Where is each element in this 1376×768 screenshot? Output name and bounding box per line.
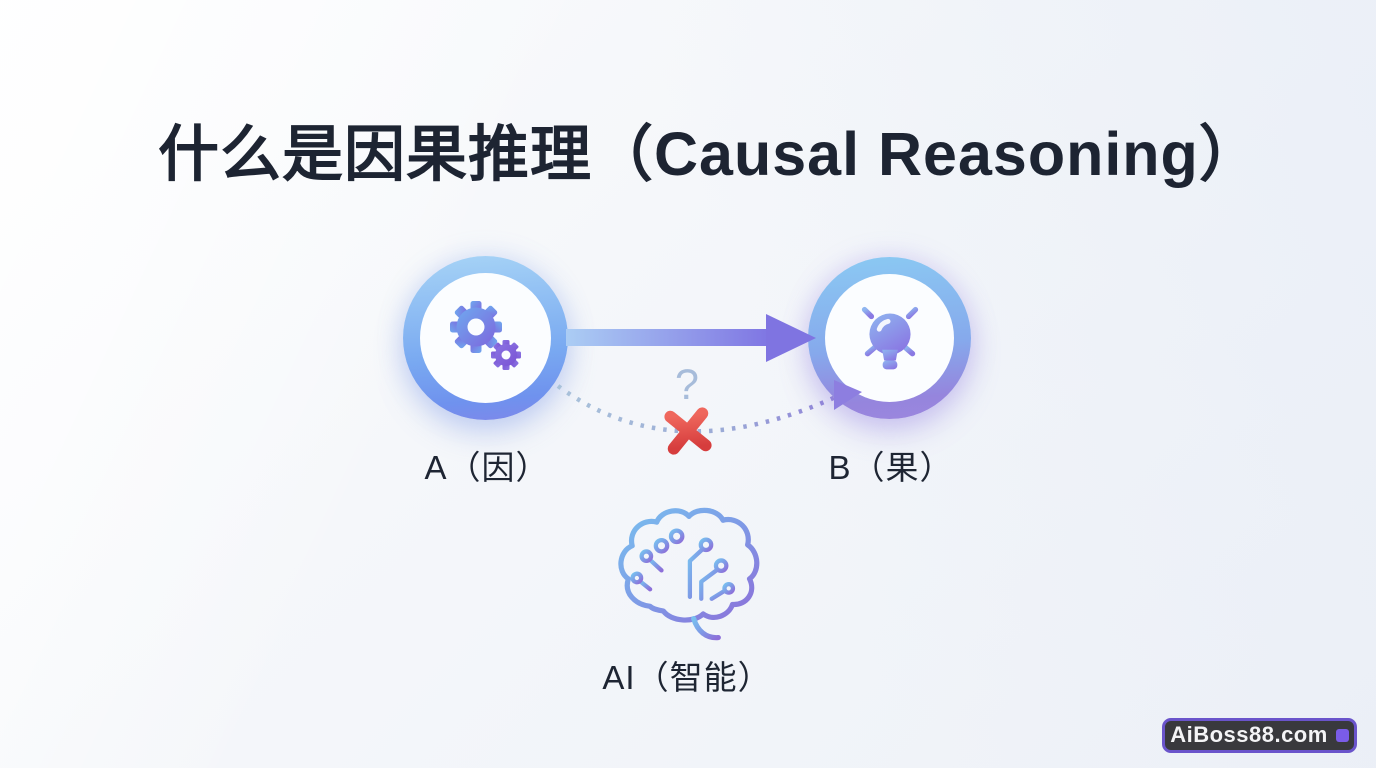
watermark-text: AiBoss88.com bbox=[1170, 721, 1328, 747]
cause-to-effect-arrow bbox=[566, 314, 816, 362]
question-mark: ? bbox=[675, 361, 699, 409]
gears-icon bbox=[449, 301, 521, 370]
label-effect: B（果） bbox=[828, 449, 954, 486]
node-effect-inner bbox=[825, 274, 954, 402]
node-cause-inner bbox=[420, 273, 551, 403]
watermark-badge: AiBoss88.com bbox=[1162, 718, 1357, 753]
slide-title: 什么是因果推理（Causal Reasoning） bbox=[158, 120, 1261, 188]
watermark-square-icon bbox=[1335, 729, 1349, 742]
label-ai: AI（智能） bbox=[602, 659, 772, 696]
lightbulb-icon bbox=[848, 296, 931, 370]
cross-icon bbox=[664, 407, 712, 455]
brain-circuit-icon bbox=[618, 507, 760, 641]
label-cause: A（因） bbox=[424, 449, 550, 486]
node-cause-circle bbox=[403, 256, 568, 420]
